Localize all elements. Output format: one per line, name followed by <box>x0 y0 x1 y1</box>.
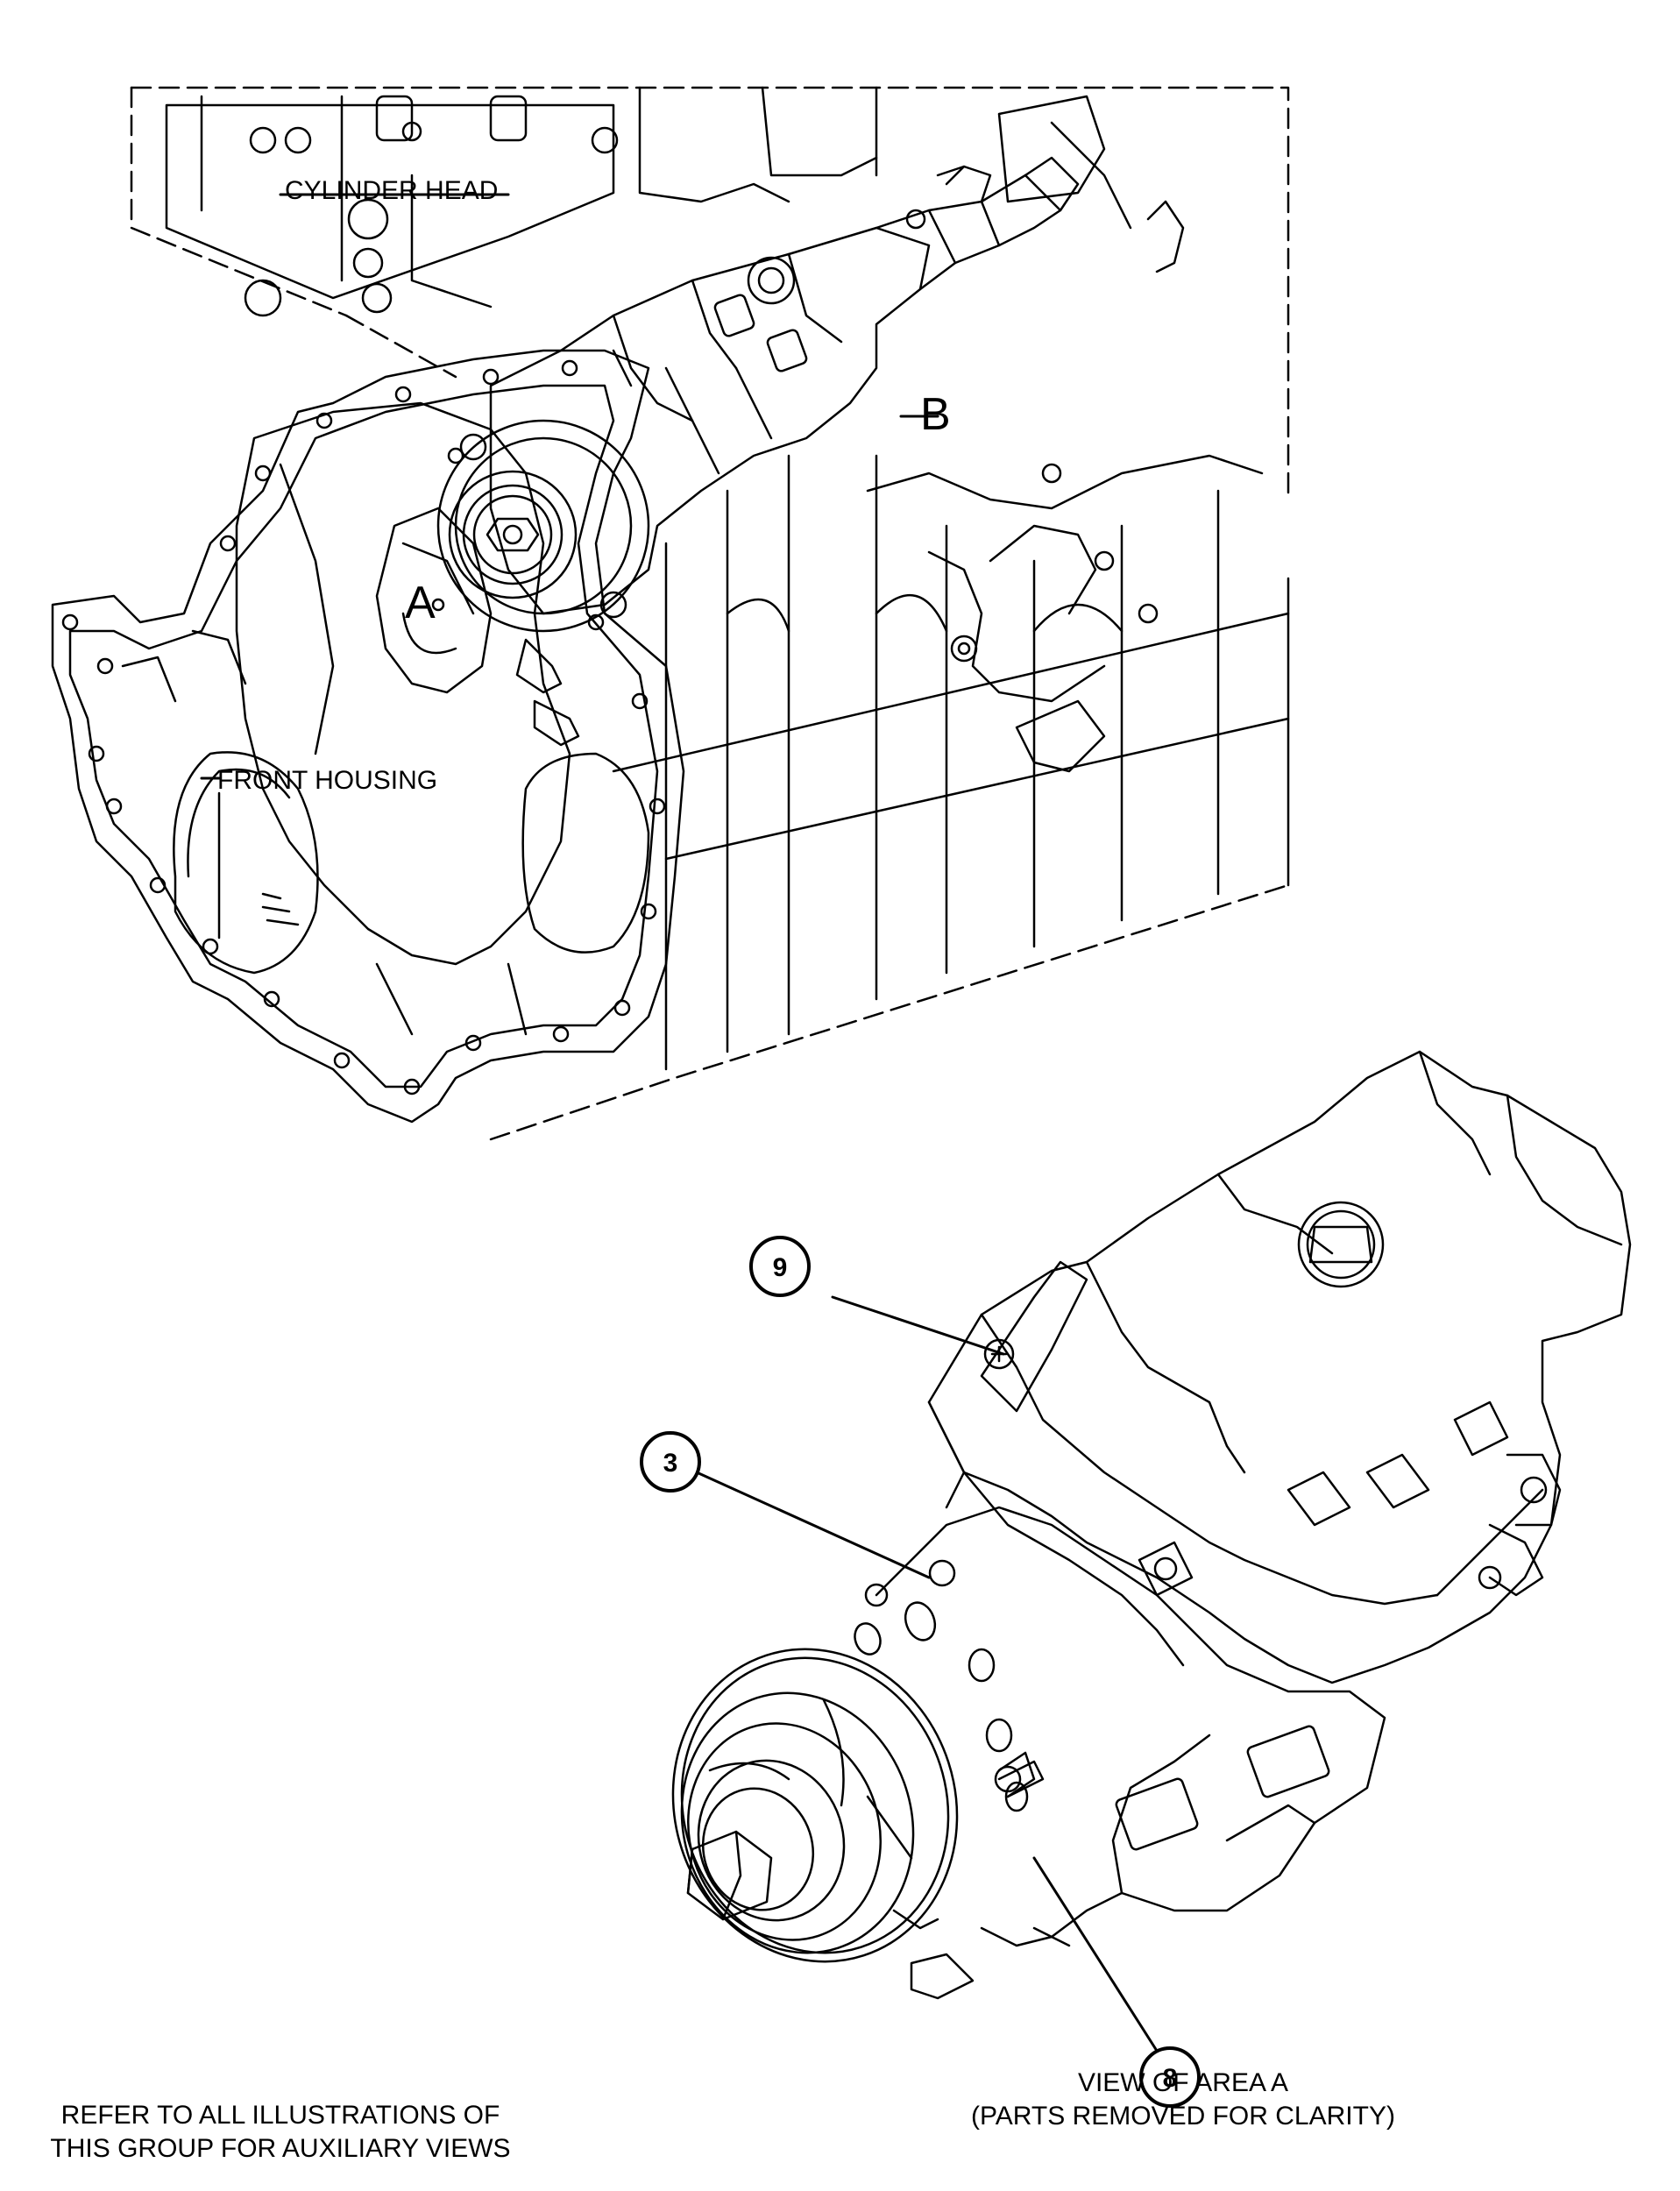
label-front-housing: FRONT HOUSING <box>217 766 437 795</box>
view-caption: VIEW OF AREA A (PARTS REMOVED FOR CLARIT… <box>920 2067 1446 2133</box>
callout-8: 8 <box>1139 2046 1201 2108</box>
callout-9: 9 <box>749 1236 811 1297</box>
callout-8-number: 8 <box>1163 2064 1178 2093</box>
callout-9-number: 9 <box>773 1253 788 1282</box>
label-cylinder-head: CYLINDER HEAD <box>285 176 498 205</box>
callout-8-circle <box>1139 2046 1201 2108</box>
callout-3-number: 3 <box>663 1449 678 1478</box>
callout-3: 3 <box>640 1431 701 1493</box>
label-area-a: A <box>405 578 436 628</box>
auxiliary-views-note: REFER TO ALL ILLUSTRATIONS OF THIS GROUP… <box>35 2099 526 2166</box>
callout-3-circle <box>640 1431 701 1493</box>
auxiliary-views-note-line1: REFER TO ALL ILLUSTRATIONS OF <box>60 2101 500 2130</box>
pump-detail-drawing <box>671 1050 1632 2000</box>
view-caption-line1: VIEW OF AREA A <box>1077 2068 1289 2097</box>
leader-lines <box>200 193 1159 2053</box>
label-area-b: B <box>920 389 951 440</box>
auxiliary-views-note-line2: THIS GROUP FOR AUXILIARY VIEWS <box>50 2134 511 2163</box>
engine-block-drawing <box>51 86 1290 1141</box>
callout-9-circle <box>749 1236 811 1297</box>
view-caption-line2: (PARTS REMOVED FOR CLARITY) <box>971 2102 1395 2131</box>
